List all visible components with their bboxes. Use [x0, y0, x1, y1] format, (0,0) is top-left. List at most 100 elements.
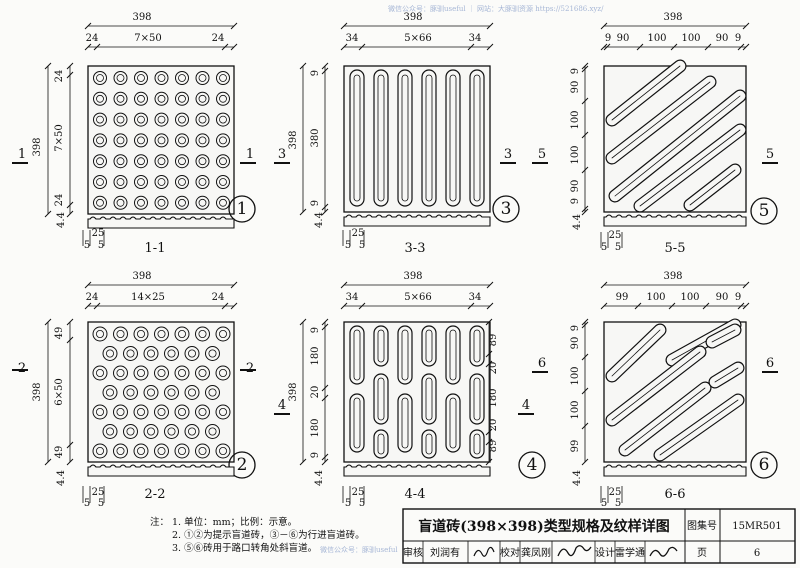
right-dim-4: 20 [488, 419, 499, 432]
bar-inner [377, 433, 385, 455]
dot-inner [116, 368, 125, 377]
tile-outline [87, 65, 235, 215]
dot-inner [96, 94, 104, 103]
dimension-tick [321, 318, 329, 326]
top-total-dim: 398 [663, 12, 682, 23]
bar-inner [353, 329, 361, 381]
left-dim-1: 9 [570, 68, 581, 74]
dot-inner [198, 74, 207, 82]
dot-inner [96, 407, 105, 416]
section-label: 1-1 [145, 241, 166, 256]
notes: 注： 1. 单位：mm；比例：示意。 2. ①②为提示盲道砖，③－⑥为行进盲道砖… [150, 516, 365, 554]
section-label: 3-3 [405, 241, 426, 256]
dot-outer [154, 195, 169, 210]
dot-outer [205, 385, 220, 400]
left-a-dim: 9 [310, 327, 321, 333]
dot-outer [215, 326, 231, 342]
dimension-tick [742, 302, 750, 310]
left-dim-2: 90 [570, 81, 581, 94]
diag-bar-center [614, 95, 741, 197]
dot-inner [106, 388, 115, 397]
section-tick-right: 4 [522, 398, 530, 413]
dot-outer [184, 424, 200, 439]
panel-number-circle [228, 195, 256, 223]
panel-5: 398 9 90 100 100 90 9 9 90 100 100 90 9 … [538, 12, 774, 256]
dimension-tick [358, 302, 366, 310]
dimension-tick [66, 318, 74, 326]
left-dim-4: 100 [570, 400, 581, 419]
dot-outer [215, 404, 231, 420]
panel-4: 398 34 5×66 34 398 9 180 20 180 9 89 20 … [278, 271, 538, 509]
dot-inner [116, 178, 125, 186]
dot-outer [154, 71, 169, 85]
bar-outer [421, 429, 437, 459]
check-name: 龚凤刚 [521, 547, 551, 559]
top-total-dim: 398 [132, 271, 151, 282]
dimension-tick [221, 43, 229, 51]
dot-outer [134, 71, 148, 85]
dimension-tick [581, 353, 589, 361]
dot-inner [177, 368, 186, 377]
dimension-tick [485, 360, 493, 368]
dot-outer [215, 365, 231, 381]
dimension-tick [66, 336, 74, 344]
dot-inner [157, 446, 166, 455]
dot-inner [116, 115, 125, 124]
top-dim-5: 9 [735, 292, 741, 303]
dot-inner [96, 136, 104, 145]
dimension-tick [603, 43, 611, 51]
dot-outer [195, 404, 210, 420]
page-label: 页 [697, 547, 707, 559]
dot-outer [154, 175, 169, 189]
dimension-tick [321, 453, 329, 461]
bar-outer [421, 325, 437, 367]
section-label: 4-4 [405, 487, 426, 502]
dot-inner [208, 427, 217, 436]
dot-inner [136, 368, 145, 377]
dimension-tick [321, 394, 329, 402]
dot-inner [177, 329, 186, 338]
panel-number-circle [228, 451, 256, 479]
dot-inner [136, 329, 145, 338]
top-dim-2: 100 [646, 292, 665, 303]
base-width2-dim: 5 [345, 498, 351, 509]
left-total-dim: 398 [288, 382, 299, 401]
dimension-tick [321, 323, 329, 331]
dot-outer [164, 385, 179, 400]
bar-outer [469, 429, 485, 459]
dot-outer [174, 326, 190, 342]
dimension-tick [467, 302, 475, 310]
panel-number-circle [750, 451, 778, 479]
dot-outer [216, 91, 230, 106]
dot-inner [198, 136, 207, 145]
dot-inner [116, 157, 125, 166]
dot-outer [205, 346, 220, 361]
base-thickness-dim: 4.4 [56, 470, 67, 486]
dot-outer [154, 326, 169, 342]
bar-outer [397, 325, 413, 385]
dot-inner [116, 136, 125, 145]
dot-outer [134, 91, 148, 106]
dimension-tick [66, 201, 74, 209]
bar-outer [445, 393, 461, 453]
dot-inner [178, 115, 186, 124]
dot-inner [116, 407, 125, 416]
dot-inner [96, 446, 105, 455]
base-thickness-dim: 4.4 [314, 212, 325, 228]
dimension-tick [321, 62, 329, 70]
top-right-dim: 24 [212, 33, 225, 44]
dot-outer [184, 385, 200, 400]
dot-outer [133, 404, 149, 420]
left-c-dim: 9 [310, 200, 321, 206]
dot-outer [113, 154, 128, 169]
dot-inner [157, 94, 166, 103]
dot-inner [146, 388, 155, 397]
dot-inner [146, 427, 155, 436]
bar-inner [473, 433, 481, 455]
dot-inner [208, 388, 217, 397]
atlas-label: 图集号 [687, 519, 717, 532]
dimension-tick [44, 318, 52, 326]
base-width2-dim: 5 [84, 240, 90, 251]
dot-outer [154, 112, 169, 127]
dot-outer [216, 71, 230, 85]
